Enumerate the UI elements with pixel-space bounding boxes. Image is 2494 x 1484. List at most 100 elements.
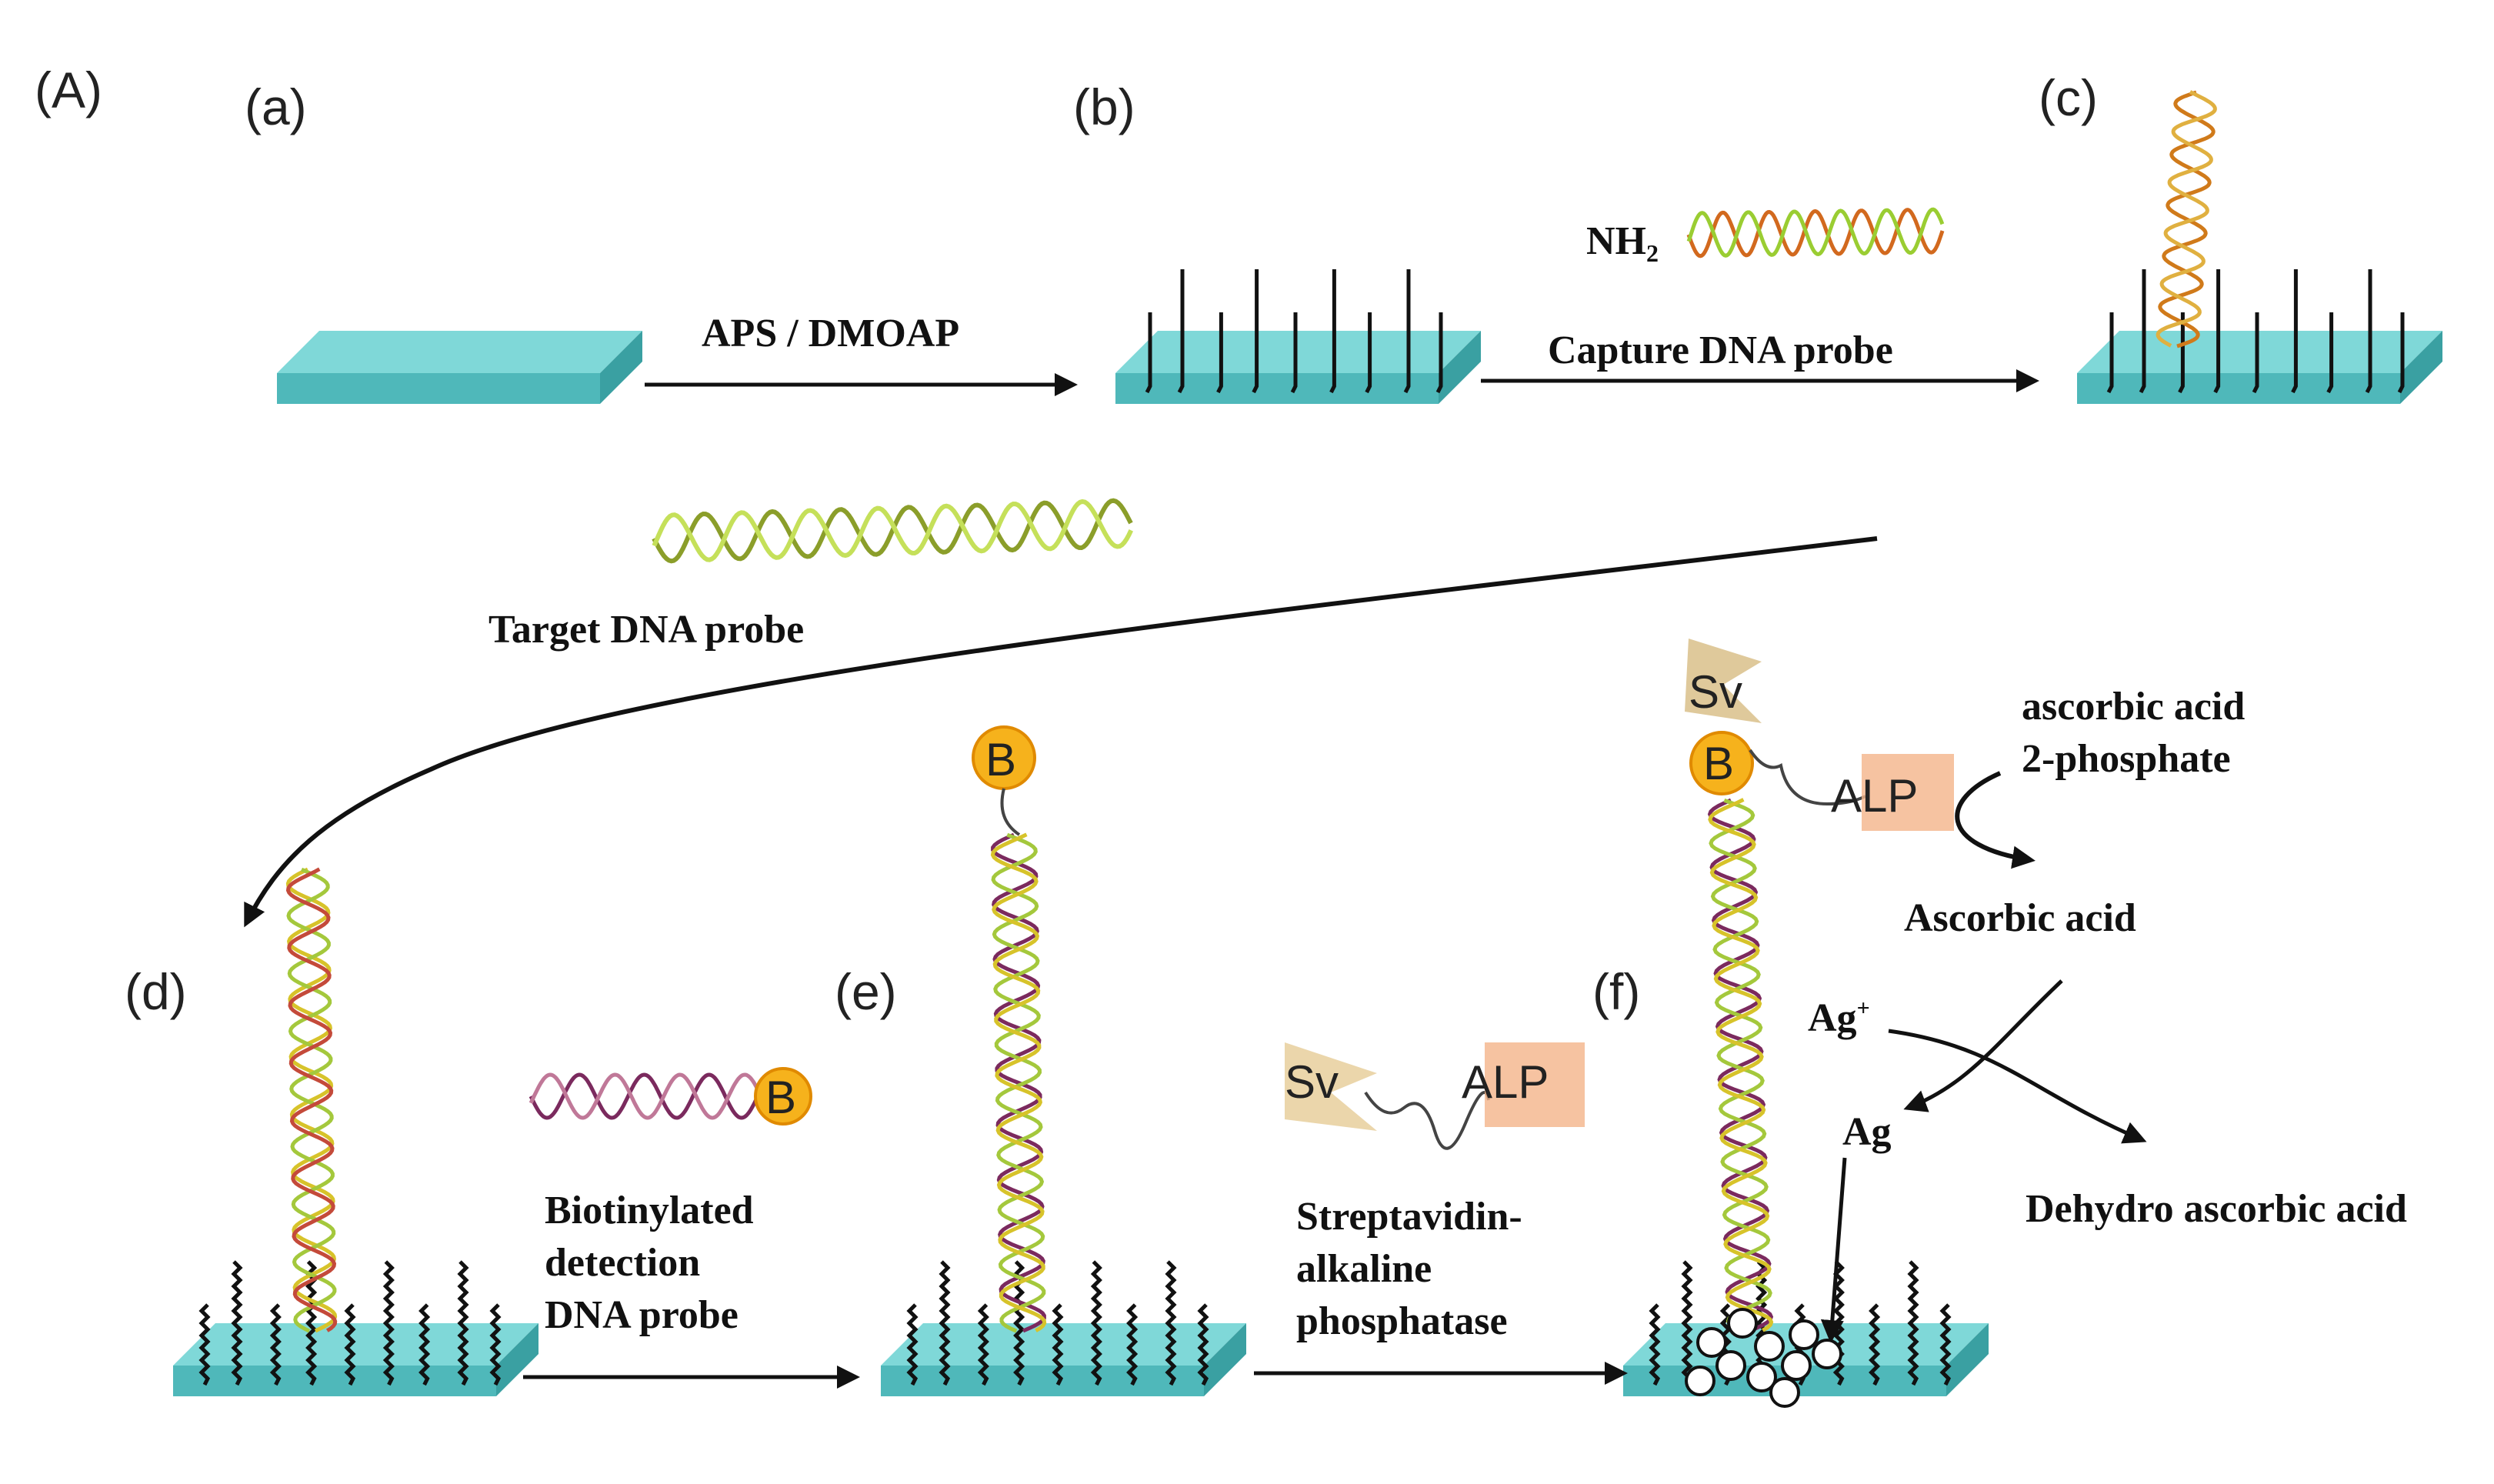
- helix-strand: [1707, 798, 1774, 1333]
- helix-strand: [652, 499, 1134, 562]
- biotin-tag-text-f: B: [1703, 738, 1734, 789]
- linker-chain: [1681, 1260, 1693, 1386]
- silver-particle: [1715, 1350, 1746, 1381]
- slide-d-front: [173, 1366, 496, 1396]
- biotin-tag-text: B: [765, 1072, 796, 1123]
- slide-c-front: [2077, 373, 2400, 404]
- step-label-f: (f): [1592, 963, 1640, 1020]
- linker-icon-f: [1749, 749, 1866, 806]
- slide-c-side: [2400, 331, 2442, 404]
- linker-chain: [1145, 312, 1152, 394]
- helix-strand: [2158, 90, 2216, 348]
- sv-alp-conjugate: Sv ALP: [1285, 1042, 1585, 1150]
- helix-strand: [991, 832, 1046, 1333]
- silver-particle: [1812, 1339, 1842, 1369]
- sv-alp-on-f: Sv B ALP: [1685, 639, 1954, 831]
- linker-chain: [1329, 269, 1336, 394]
- step-label-b: (b): [1073, 78, 1135, 135]
- linker-chain: [1216, 312, 1223, 394]
- helix-strand: [1709, 798, 1772, 1333]
- alp-icon-f: [1862, 754, 1954, 831]
- linker-chain: [2252, 312, 2259, 394]
- linker-chain: [489, 1303, 502, 1386]
- linker-chain: [1177, 269, 1185, 394]
- linker-chain: [1197, 1303, 1209, 1386]
- linker-chain: [939, 1260, 951, 1386]
- linker-chain: [2291, 269, 2298, 394]
- dehydro-ascorbic-label: Dehydro ascorbic acid: [2026, 1187, 2407, 1231]
- slide-a-side: [600, 331, 642, 404]
- step-label-c: (c): [2039, 69, 2098, 126]
- linker-chain: [198, 1303, 211, 1386]
- nh2-label: NH2: [1586, 219, 1659, 267]
- silver-particle: [1781, 1350, 1812, 1381]
- alp-tag-text: ALP: [1462, 1056, 1549, 1108]
- helix-strand: [528, 1072, 760, 1120]
- helix-strand: [286, 867, 337, 1333]
- step-label-e: (e): [835, 963, 897, 1020]
- linker-chain: [2139, 269, 2146, 394]
- slide-a: [277, 331, 642, 404]
- helix-strand: [991, 832, 1046, 1333]
- linker-chain: [1252, 269, 1259, 394]
- streptavidin-tag-text: Sv: [1285, 1056, 1339, 1108]
- slide-b-top: [1115, 331, 1481, 373]
- capture-dna-label: Capture DNA probe: [1548, 328, 1893, 372]
- silver-particle: [1696, 1327, 1727, 1358]
- slide-c-top: [2077, 331, 2442, 373]
- linker-chain: [1165, 1260, 1177, 1386]
- silver-particle: [1789, 1319, 1819, 1350]
- alp-icon: [1485, 1042, 1585, 1127]
- capture-probe-on-slide-c: [2156, 90, 2217, 348]
- biotinylated-label-2: detection: [545, 1241, 700, 1285]
- linker-chain: [1365, 312, 1372, 394]
- silver-particle: [1727, 1308, 1758, 1339]
- aa2p-label-2: 2-phosphate: [2022, 737, 2231, 781]
- biotinylated-label-3: DNA probe: [545, 1293, 739, 1337]
- linker-chain: [1052, 1303, 1064, 1386]
- hybrid-on-slide-d: [285, 867, 338, 1333]
- linker-chain: [906, 1303, 919, 1386]
- biotinylated-label-1: Biotinylated: [545, 1189, 754, 1232]
- linker-icon: [1364, 1091, 1490, 1150]
- streptavidin-label-2: alkaline: [1296, 1247, 1432, 1291]
- slide-b-side: [1439, 331, 1481, 404]
- linker-chain: [1907, 1260, 1919, 1386]
- linker-chain: [2178, 312, 2185, 394]
- linker-chain: [457, 1260, 469, 1386]
- slide-c: [2077, 331, 2442, 404]
- slide-d-linkers: [198, 1260, 502, 1386]
- linker-chain: [2397, 312, 2405, 394]
- nh2-group: NH2: [1586, 219, 1659, 267]
- target-dna-label: Target DNA probe: [488, 608, 804, 652]
- slide-f-side: [1946, 1323, 1989, 1396]
- silver-particle: [1746, 1362, 1777, 1392]
- ascorbic-acid-label: Ascorbic acid: [1904, 896, 2136, 940]
- biotin-icon-f: [1689, 731, 1754, 795]
- streptavidin-icon-f: [1685, 639, 1762, 723]
- slide-d-top: [173, 1323, 538, 1366]
- linker-chain: [2213, 269, 2221, 394]
- arrow-c-to-d: [244, 536, 1878, 928]
- capture-dna-strand: [1686, 207, 1945, 258]
- slide-a-top: [277, 331, 642, 373]
- slide-b-linkers: [1145, 269, 1443, 394]
- linker-chain: [1435, 312, 1443, 394]
- linker-chain: [231, 1260, 243, 1386]
- silver-particle: [1769, 1377, 1800, 1408]
- slide-b-front: [1115, 373, 1439, 404]
- aps-dmoap-label: APS / DMOAP: [702, 312, 959, 355]
- helix-strand: [2156, 90, 2217, 348]
- linker-chain: [1869, 1303, 1881, 1386]
- slide-d-side: [496, 1323, 538, 1396]
- streptavidin-label-1: Streptavidin-: [1296, 1195, 1522, 1239]
- aa2p-label-1: ascorbic acid: [2022, 685, 2245, 729]
- target-dna-strand: [652, 498, 1134, 564]
- ag-label: Ag: [1842, 1110, 1892, 1154]
- linker-chain: [382, 1260, 395, 1386]
- arrow-ascorbic-to-dehydro: [1888, 1029, 2147, 1144]
- step-label-a: (a): [245, 78, 307, 135]
- linker-chain: [269, 1303, 282, 1386]
